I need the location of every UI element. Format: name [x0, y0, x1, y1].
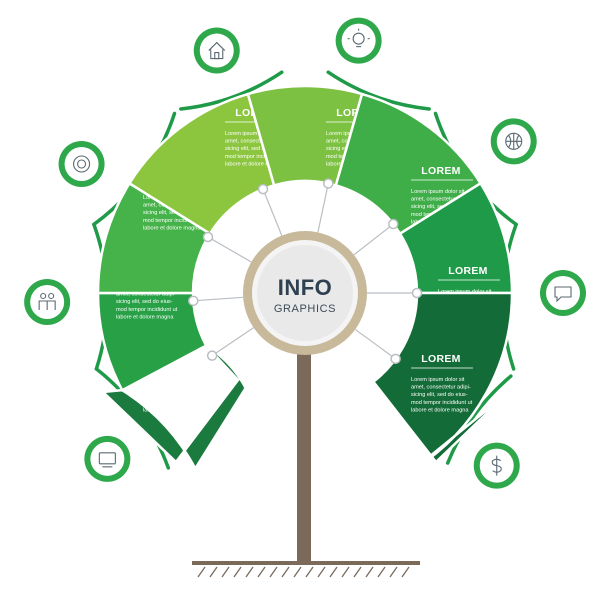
outer-arc: [445, 374, 513, 465]
segment-body-line: labore et dolore magna: [225, 161, 283, 167]
ground-hatch: [245, 566, 254, 578]
segment-body-line: amet, consectetur adipi-: [411, 385, 471, 391]
connector-dot: [206, 350, 218, 361]
outer-arc: [179, 70, 284, 111]
house-icon: [193, 27, 240, 74]
segment-shape: [363, 291, 514, 470]
target-icon: [58, 141, 105, 187]
connector-line: [207, 236, 252, 263]
connector-dot: [202, 231, 214, 243]
connector-lines: [188, 178, 423, 365]
outer-arc: [326, 70, 431, 111]
segment-body-line: amet, consectetur adipi-: [143, 385, 203, 391]
people-icon: [24, 279, 71, 326]
ground-hatch: [365, 566, 374, 578]
segment-shape: [100, 344, 248, 472]
ground-hatch: [269, 566, 278, 578]
connector-line: [353, 223, 394, 256]
segment-ring: LOREM Lorem ipsum dolor sit amet, consecte…: [96, 84, 514, 472]
segment-body-line: mod tempor incididunt ut: [116, 307, 178, 313]
segment-body-line: sicing elit, sed do eius-: [411, 392, 468, 398]
segment-body-line: Lorem ipsum dolor sit: [143, 377, 197, 383]
segment-body-line: Lorem ipsum dolor sit: [225, 131, 279, 137]
dollar-icon: [473, 442, 520, 489]
segment-shape: [96, 291, 208, 392]
ground-hatch: [257, 566, 266, 578]
segment-body-line: mod tempor incididunt ut: [143, 218, 205, 224]
segment-body-line: amet, consectetur adipi-: [411, 197, 471, 203]
segment-body-line: sicing elit, sed do eius-: [143, 210, 200, 216]
connector-line: [211, 327, 254, 357]
lightbulb-icon: [335, 17, 382, 64]
segment-shape: [334, 92, 483, 236]
segment-body-line: labore et dolore magna: [143, 225, 201, 231]
ground-hatch: [305, 566, 314, 578]
segment-title: LOREM: [448, 265, 487, 277]
ground-hatch: [221, 566, 230, 578]
ground-hatch: [281, 566, 290, 578]
segment-body-line: mod tempor incididunt ut: [411, 400, 473, 406]
center-hub: INFO GRAPHICS: [243, 231, 367, 355]
ground-hatch: [197, 566, 206, 578]
ground-hatch: [293, 566, 302, 578]
connector-line: [193, 296, 244, 302]
stem-trunk: [297, 345, 311, 563]
ground-hatch: [209, 566, 218, 578]
ground-hatch: [233, 566, 242, 578]
segment-shape: [127, 92, 276, 236]
segment-body-line: amet, consectetur adipi-: [116, 292, 176, 298]
ground-hatch: [353, 566, 362, 578]
segment-title: LOREM: [421, 165, 460, 177]
monitor-icon: [84, 435, 131, 482]
center-title: INFO: [278, 275, 333, 300]
connector-line: [354, 328, 396, 360]
ground-line: [192, 561, 420, 565]
tree-stem: [192, 345, 420, 578]
segment-body-line: Lorem ipsum dolor sit: [411, 377, 465, 383]
segment-body-line: labore et dolore magna: [143, 407, 201, 413]
connector-dot: [323, 178, 334, 189]
ground-hatch: [329, 566, 338, 578]
segment-body-line: mod tempor incididunt ut: [225, 154, 287, 160]
segment-shape: [398, 181, 514, 295]
ground-hatching: [197, 566, 410, 578]
ground-hatch: [377, 566, 386, 578]
segment-body-line: mod tempor incididunt ut: [143, 400, 205, 406]
segment-title: LOREM: [421, 353, 460, 365]
chat-bubble-icon: [540, 270, 586, 316]
segment-body-line: labore et dolore magna: [116, 314, 174, 320]
basketball-icon: [490, 118, 537, 165]
segment-body-line: Lorem ipsum dolor sit: [411, 189, 465, 195]
segment-shape: [96, 181, 212, 295]
segment-body-line: sicing elit, sed do eius-: [143, 392, 200, 398]
connector-dot: [388, 218, 399, 230]
segment-body-line: sicing elit, sed do eius-: [411, 204, 468, 210]
hub-inner-shadow: [257, 245, 353, 341]
segment-8: LOREM Lorem ipsum dolor sit amet, consecte…: [363, 291, 514, 470]
segment-body-line: amet, consectetur adipi-: [225, 139, 285, 145]
segment-shape: [246, 84, 364, 187]
connector-dot: [411, 287, 423, 299]
ground-hatch: [317, 566, 326, 578]
center-subtitle: GRAPHICS: [274, 303, 336, 315]
segment-body-line: sicing elit, sed do eius-: [225, 146, 282, 152]
segment-body-line: sicing elit, sed do eius-: [116, 299, 173, 305]
connector-line: [317, 183, 329, 233]
connector-dot: [188, 295, 199, 307]
ground-hatch: [389, 566, 398, 578]
segment-body-line: labore et dolore magna: [411, 407, 469, 413]
icon-circles: [24, 17, 586, 489]
ground-hatch: [401, 566, 410, 578]
connector-dot: [390, 353, 401, 365]
ground-hatch: [341, 566, 350, 578]
connector-dot: [257, 183, 269, 195]
connector-line: [262, 188, 283, 236]
